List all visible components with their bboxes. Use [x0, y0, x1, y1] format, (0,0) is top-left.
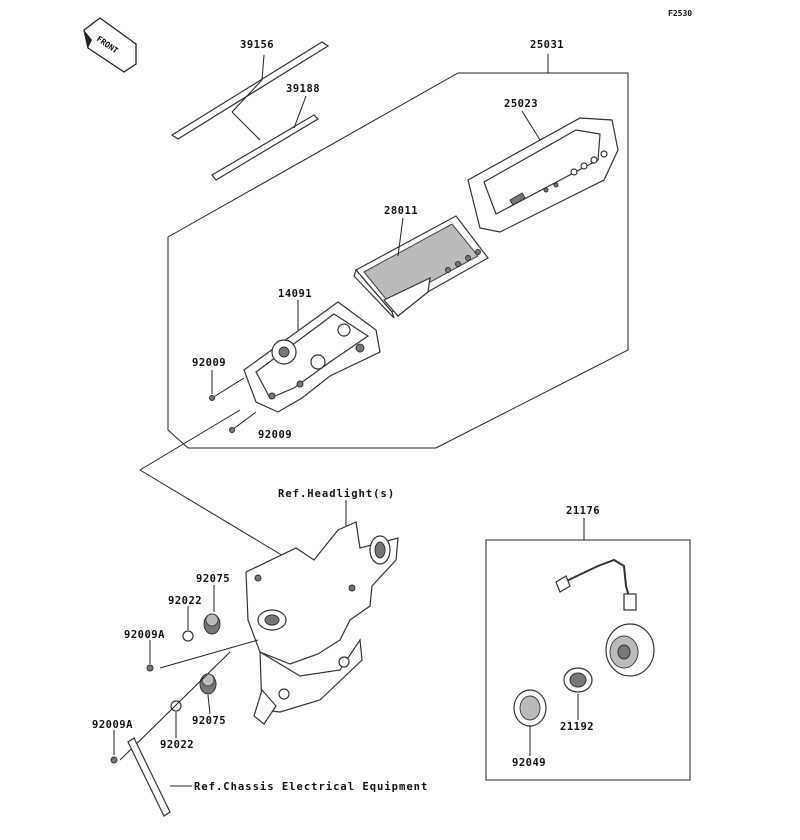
label-25031: 25031: [530, 39, 564, 51]
speed-sensor: [555, 558, 655, 677]
guide-line-a: [139, 409, 241, 471]
label-14091: 14091: [278, 288, 312, 300]
leader-92075-lower: [207, 694, 211, 715]
screw-upper: [209, 377, 245, 401]
grommet-lower: [199, 673, 217, 695]
collar-lower: [170, 700, 182, 712]
label-92009A-lower: 92009A: [92, 719, 133, 731]
leader-39156-b: [231, 79, 263, 113]
ref-headlight: Ref.Headlight(s): [278, 488, 395, 500]
label-21192: 21192: [560, 721, 594, 733]
sensor-box: [485, 539, 691, 781]
label-28011: 28011: [384, 205, 418, 217]
bolt-path-upper: [159, 639, 259, 669]
bolt-lower: [110, 756, 118, 764]
leader-25023: [521, 110, 541, 141]
label-92009-lower: 92009: [258, 429, 292, 441]
seal-strip: [211, 114, 319, 181]
ref-chassis: Ref.Chassis Electrical Equipment: [194, 781, 428, 793]
label-25023: 25023: [504, 98, 538, 110]
label-21176: 21176: [566, 505, 600, 517]
grommet-upper: [203, 613, 221, 635]
guide-line-b: [139, 469, 291, 561]
label-92075-lower: 92075: [192, 715, 226, 727]
label-92009A-upper: 92009A: [124, 629, 165, 641]
label-39188: 39188: [286, 83, 320, 95]
collar-upper: [182, 630, 194, 642]
label-92009-upper: 92009: [192, 357, 226, 369]
label-92075-upper: 92075: [196, 573, 230, 585]
cable-rod: [127, 737, 171, 817]
label-39156: 39156: [240, 39, 274, 51]
bolt-path-lower: [119, 651, 231, 761]
lcd-meter-unit: [353, 215, 489, 319]
label-92022-upper: 92022: [168, 595, 202, 607]
figure-code: F2530: [668, 9, 692, 18]
drive-gear: [563, 667, 593, 693]
leader-39156-c: [231, 111, 261, 141]
meter-assembly-box: [167, 72, 629, 449]
leader-39188: [293, 95, 307, 129]
seal-ring: [513, 689, 547, 727]
meter-case: [243, 301, 381, 413]
cover-film: [170, 41, 330, 140]
label-92049: 92049: [512, 757, 546, 769]
leader-39156: [261, 54, 265, 81]
meter-bracket: [245, 521, 399, 725]
leader-28011: [397, 217, 404, 257]
screw-lower: [229, 411, 257, 433]
bolt-upper: [146, 664, 154, 672]
upper-meter-cover: [467, 117, 619, 233]
label-92022-lower: 92022: [160, 739, 194, 751]
front-arrow-icon: FRONT: [83, 17, 137, 73]
